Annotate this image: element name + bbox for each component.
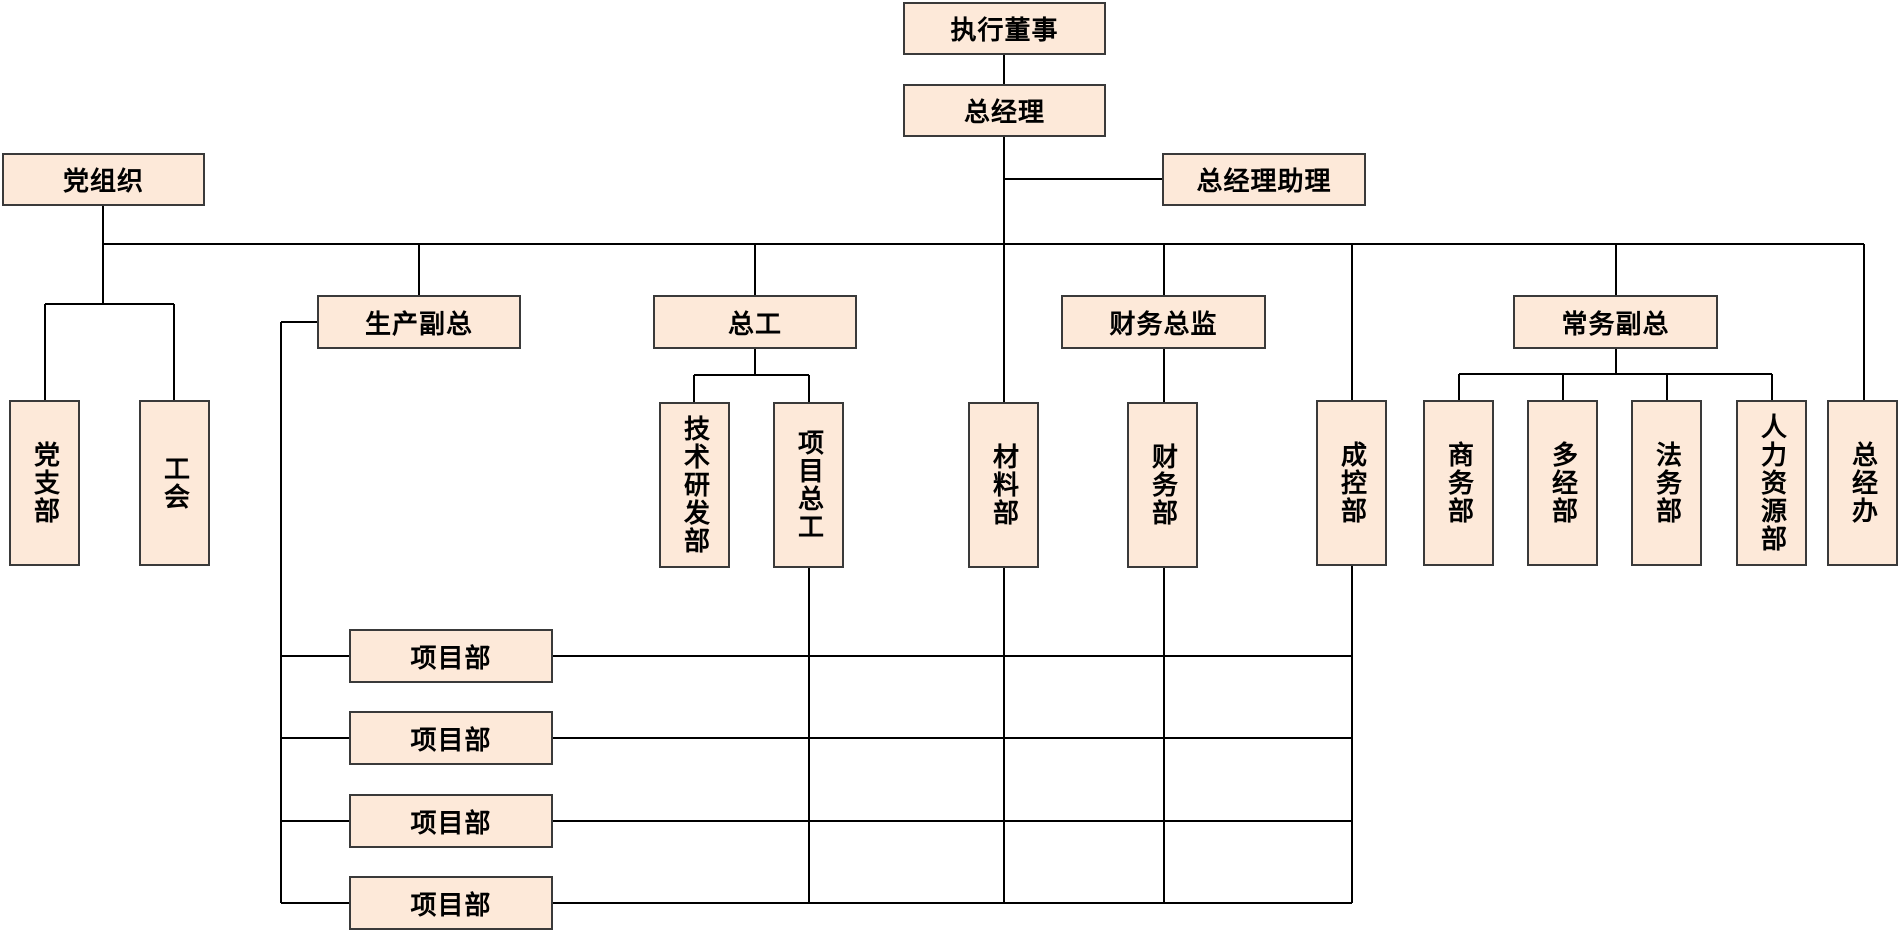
node-label: 总经办 [1847,441,1878,525]
node-executive-director: 执行董事 [903,2,1106,55]
node-label: 财务部 [1147,443,1178,527]
node-chief-engineer: 总工 [653,295,857,349]
node-multi-operations-dept: 多经部 [1527,400,1598,566]
node-project-dept: 项目部 [349,629,553,683]
node-label: 项目部 [410,808,492,839]
node-general-office: 总经办 [1827,400,1898,566]
node-label: 党组织 [62,167,144,197]
node-general-manager-assistant: 总经理助理 [1162,153,1366,206]
node-label: 常务副总 [1561,309,1670,340]
node-materials-dept: 材料部 [968,402,1039,568]
node-project-chief-engineer: 项目总工 [773,402,844,568]
node-project-dept: 项目部 [349,794,553,848]
node-label: 项目部 [410,643,492,674]
node-finance-dept: 财务部 [1127,402,1198,568]
node-label: 财务总监 [1109,309,1218,340]
node-label: 成控部 [1336,441,1367,525]
node-party-branch: 党支部 [9,400,80,566]
node-label: 多经部 [1547,441,1578,525]
node-label: 项目部 [410,890,492,921]
node-project-dept: 项目部 [349,711,553,765]
node-label: 项目总工 [793,429,824,541]
node-project-dept: 项目部 [349,876,553,930]
node-label: 工会 [159,455,190,511]
node-label: 技术研发部 [679,415,710,555]
node-executive-vp: 常务副总 [1513,295,1718,349]
node-label: 总工 [727,309,782,340]
node-production-vp: 生产副总 [317,295,521,349]
node-label: 总经理 [963,98,1045,128]
node-label: 商务部 [1443,441,1474,525]
node-label: 执行董事 [950,16,1059,46]
node-legal-dept: 法务部 [1631,400,1702,566]
node-hr-dept: 人力资源部 [1736,400,1807,566]
node-business-dept: 商务部 [1423,400,1494,566]
node-general-manager: 总经理 [903,84,1106,137]
node-label: 生产副总 [364,309,473,340]
node-label: 项目部 [410,725,492,756]
node-tech-rd-dept: 技术研发部 [659,402,730,568]
node-label: 党支部 [29,441,60,525]
node-label: 总经理助理 [1196,167,1332,197]
node-party-organization: 党组织 [2,153,205,206]
node-cfo: 财务总监 [1061,295,1266,349]
node-label: 人力资源部 [1756,413,1787,553]
node-union: 工会 [139,400,210,566]
node-cost-control-dept: 成控部 [1316,400,1387,566]
node-label: 法务部 [1651,441,1682,525]
node-label: 材料部 [988,443,1019,527]
